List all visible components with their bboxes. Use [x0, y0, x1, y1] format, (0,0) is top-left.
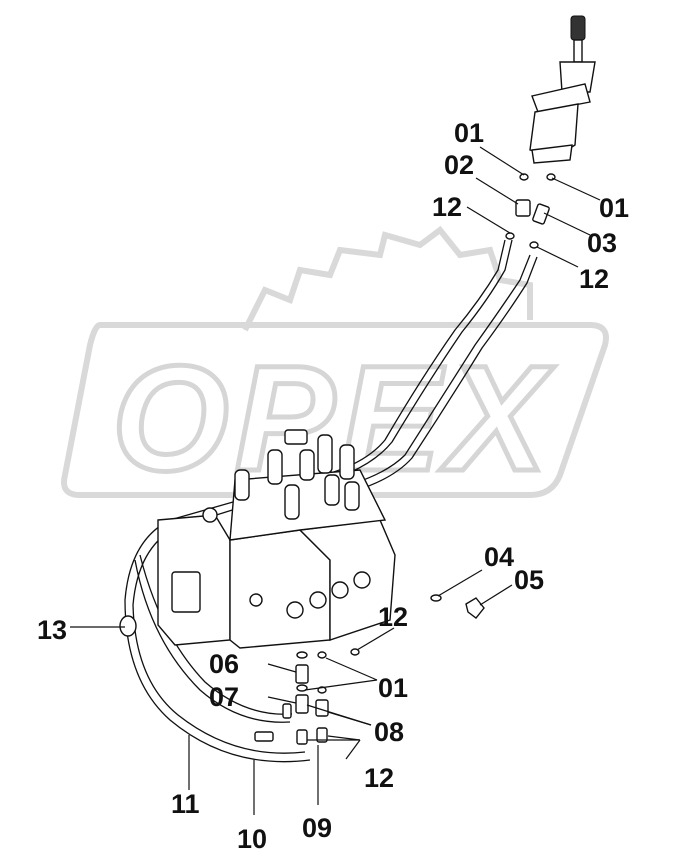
- callout-13: 13: [37, 615, 67, 645]
- leader-lines: [70, 146, 601, 815]
- joystick-fittings: [505, 173, 556, 249]
- callout-10: 10: [237, 824, 267, 854]
- watermark-gear: [242, 225, 533, 332]
- joystick-grip: [570, 15, 586, 41]
- joystick-plate: [531, 83, 591, 113]
- joystick: [529, 15, 596, 164]
- callout-03: 03: [587, 228, 617, 258]
- joystick-shaft: [573, 39, 583, 63]
- callout-01-top: 01: [454, 118, 484, 148]
- callout-labels: 01 02 12 01 03 12 04 05 13 12 06 01 07 0…: [37, 118, 629, 854]
- callout-02: 02: [444, 150, 474, 180]
- lower-fittings: [119, 615, 329, 745]
- callout-01-right: 01: [599, 193, 629, 223]
- callout-06: 06: [209, 649, 239, 679]
- watermark-frame: [61, 322, 609, 498]
- callout-04: 04: [484, 542, 514, 572]
- joystick-boot: [559, 61, 596, 93]
- callout-08: 08: [374, 717, 404, 747]
- callout-12-bottom: 12: [364, 763, 394, 793]
- callout-11: 11: [171, 789, 200, 819]
- callout-05: 05: [514, 565, 544, 595]
- valve-section-a: [229, 529, 331, 649]
- callout-12-right: 12: [579, 264, 609, 294]
- callout-07: 07: [209, 682, 239, 712]
- callout-12-mid: 12: [378, 602, 408, 632]
- watermark: OPEX: [61, 225, 609, 505]
- joystick-base: [531, 144, 573, 164]
- callout-09: 09: [302, 813, 332, 843]
- control-valve: [157, 429, 396, 649]
- callout-12-top: 12: [432, 192, 462, 222]
- callout-01-bottom: 01: [378, 673, 408, 703]
- port-fittings: [350, 594, 485, 656]
